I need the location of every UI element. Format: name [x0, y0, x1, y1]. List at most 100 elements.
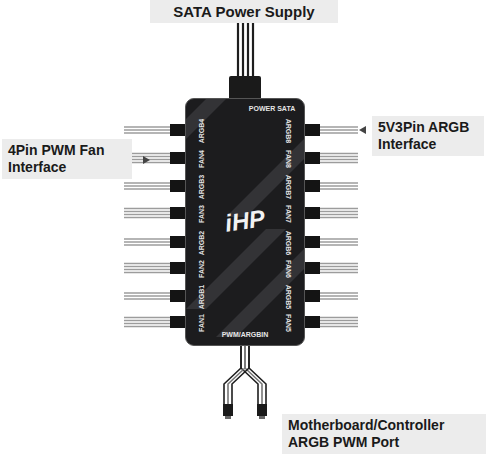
port-label: FAN2	[198, 260, 206, 278]
wire	[232, 344, 249, 405]
wire	[124, 244, 172, 246]
port-connector	[170, 152, 186, 164]
wire	[124, 317, 172, 319]
wire	[318, 272, 358, 274]
wire	[124, 295, 172, 297]
wire	[124, 126, 172, 128]
port-connector	[170, 124, 186, 136]
port-connector	[170, 236, 186, 248]
wire	[318, 263, 358, 265]
callout-text: Motherboard/Controller ARGB PWM Port	[288, 417, 480, 451]
wire	[318, 292, 358, 294]
pwm-connector	[257, 404, 267, 416]
port-label: FAN3	[198, 205, 206, 223]
wire	[318, 217, 358, 219]
sata-connector	[229, 76, 261, 100]
wire	[124, 320, 172, 322]
wire	[124, 217, 172, 219]
wire	[124, 241, 172, 243]
wire	[318, 317, 358, 319]
wire	[124, 211, 172, 213]
wire	[124, 272, 172, 274]
wire	[318, 244, 358, 246]
port-connector	[170, 262, 186, 274]
wire	[124, 129, 172, 131]
wire	[318, 129, 358, 131]
wire	[245, 344, 262, 405]
port-connector	[304, 152, 320, 164]
port-label: FAN6	[284, 260, 292, 278]
port-connector	[170, 290, 186, 302]
wire	[124, 185, 172, 187]
wire	[318, 182, 358, 184]
wire	[124, 326, 172, 328]
wire	[318, 132, 358, 134]
fan-hub: POWER SATAARGB4FAN4ARGB3FAN3ARGB2FAN2ARG…	[185, 98, 305, 346]
wire	[124, 238, 172, 240]
wire	[237, 18, 239, 78]
port-connector	[304, 124, 320, 136]
wire	[318, 208, 358, 210]
stripe	[216, 249, 304, 337]
port-label: ARGB8	[284, 119, 292, 144]
wire	[318, 295, 358, 297]
port-label: ARGB6	[284, 231, 292, 256]
stripe	[226, 139, 304, 217]
wire	[318, 126, 358, 128]
port-connector	[304, 262, 320, 274]
wire	[124, 214, 172, 216]
port-connector	[304, 236, 320, 248]
wire	[318, 185, 358, 187]
pointer-triangle	[143, 156, 150, 164]
wire	[318, 269, 358, 271]
wire	[318, 238, 358, 240]
wire	[124, 292, 172, 294]
wire	[124, 208, 172, 210]
port-label: ARGB4	[198, 119, 206, 144]
stripe	[186, 99, 226, 139]
wire	[247, 18, 249, 78]
port-label: ARGB1	[198, 285, 206, 310]
wire	[318, 211, 358, 213]
wire	[124, 188, 172, 190]
wire	[124, 323, 172, 325]
port-connector	[170, 316, 186, 328]
brand-logo: iHP	[223, 205, 266, 236]
wire	[242, 18, 244, 78]
port-label: POWER SATA	[249, 105, 295, 113]
port-connector	[304, 180, 320, 192]
port-label: PWM/ARGBIN	[222, 331, 269, 339]
wire	[318, 241, 358, 243]
port-label: FAN8	[284, 150, 292, 168]
wire	[318, 156, 358, 158]
wire	[318, 298, 358, 300]
cable-wires	[124, 18, 358, 405]
port-label: FAN5	[284, 314, 292, 332]
connector-pins	[225, 416, 231, 419]
wire	[249, 344, 266, 405]
port-connector	[304, 290, 320, 302]
argb-connector	[223, 404, 233, 416]
wire	[124, 269, 172, 271]
wire	[318, 214, 358, 216]
port-connector	[170, 207, 186, 219]
callout-box: SATA Power Supply	[150, 0, 338, 23]
port-label: ARGB3	[198, 175, 206, 200]
wire	[124, 182, 172, 184]
port-connector	[304, 207, 320, 219]
port-label: ARGB2	[198, 231, 206, 256]
wire	[318, 153, 358, 155]
port-label: FAN4	[198, 150, 206, 168]
wire	[318, 320, 358, 322]
port-label: ARGB5	[284, 285, 292, 310]
wire	[318, 266, 358, 268]
callout-text: 5V3Pin ARGB Interface	[378, 119, 478, 153]
wire	[318, 188, 358, 190]
port-label: FAN7	[284, 205, 292, 223]
wire	[318, 323, 358, 325]
callout-text: 4Pin PWM Fan Interface	[8, 142, 126, 176]
callout-box: Motherboard/Controller ARGB PWM Port	[282, 414, 486, 454]
wire	[124, 298, 172, 300]
port-label: FAN1	[198, 314, 206, 332]
wire	[318, 326, 358, 328]
